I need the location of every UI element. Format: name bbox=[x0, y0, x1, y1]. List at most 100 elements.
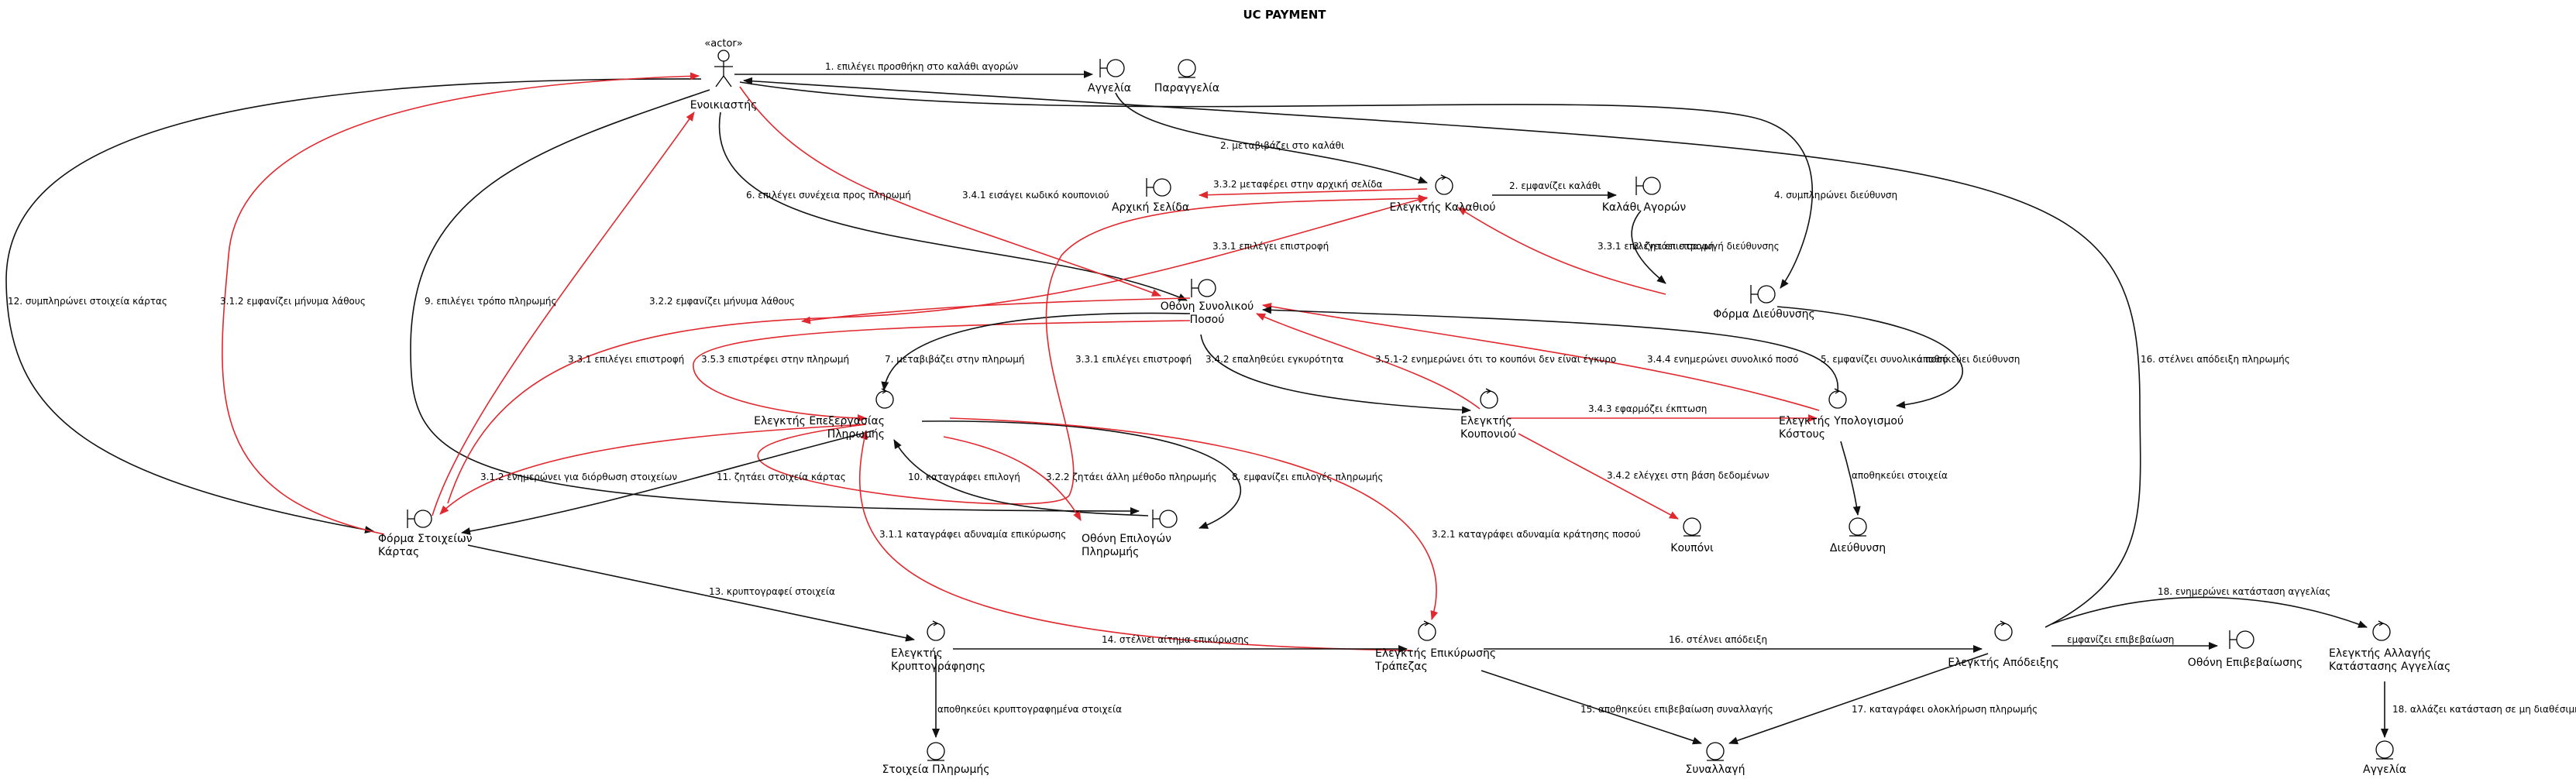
stoixeia-pliromis-node[interactable]: Στοιχεία Πληρωμής bbox=[882, 742, 990, 776]
edge-e2a bbox=[1115, 92, 1428, 184]
node-label: Κουπονιού bbox=[1460, 428, 1516, 441]
edge-label: 2. εμφανίζει καλάθι bbox=[1509, 180, 1601, 191]
edge-label: 4. συμπληρώνει διεύθυνση bbox=[1774, 190, 1897, 201]
elegktis-apodeixis-node[interactable]: Ελεγκτής Απόδειξης bbox=[1948, 620, 2059, 669]
edge-e331d bbox=[757, 194, 1428, 505]
edge-e9 bbox=[410, 89, 1140, 515]
edge-path bbox=[858, 430, 1412, 651]
synallagi-node[interactable]: Συναλλαγή bbox=[1686, 742, 1745, 776]
edge-label: 10. καταγράφει επιλογή bbox=[908, 472, 1020, 482]
edge-path bbox=[943, 436, 1082, 521]
edge-label: 3.5.1-2 ενημερώνει ότι το κουπόνι δεν εί… bbox=[1375, 354, 1616, 365]
edge-label: 3. ζητάει εισαγωγή διεύθυνσης bbox=[1633, 241, 1780, 252]
labels-layer: 1. επιλέγει προσθήκη στο καλάθι αγορών2.… bbox=[8, 61, 2576, 715]
aggelia-top-node[interactable]: Αγγελία bbox=[1088, 59, 1131, 94]
node-label: Κρυπτογράφησης bbox=[891, 661, 985, 673]
edge-e11 bbox=[461, 430, 875, 535]
othoni-epivevaiosis-node[interactable]: Οθόνη Επιβεβαίωσης bbox=[2188, 630, 2303, 669]
edge-path bbox=[1631, 210, 1666, 284]
edge-e344 bbox=[1262, 302, 1820, 411]
edge-label: 3.3.1 επιλέγει επιστροφή bbox=[1212, 241, 1329, 252]
actor-node[interactable]: «actor»Ενοικιαστής bbox=[690, 38, 758, 112]
entity-icon bbox=[1683, 517, 1701, 537]
node-label: Ελεγκτής bbox=[1460, 415, 1512, 427]
edge-path bbox=[718, 112, 1188, 301]
edge-path bbox=[949, 417, 1439, 620]
forma-dief-node[interactable]: Φόρμα Διεύθυνσης bbox=[1713, 285, 1815, 321]
edge-apodief bbox=[1776, 306, 1963, 409]
edge-e331b bbox=[801, 297, 1191, 324]
edge-e3 bbox=[1631, 210, 1666, 284]
edge-label: 15. αποθηκεύει επιβεβαίωση συναλλαγής bbox=[1580, 704, 1773, 715]
node-label: Οθόνη Επιλογών bbox=[1082, 533, 1171, 545]
edge-path bbox=[739, 86, 1161, 297]
kalathi-node[interactable]: Καλάθι Αγορών bbox=[1602, 177, 1687, 214]
entity-icon bbox=[1706, 742, 1725, 761]
edge-label: 3.3.1 επιλέγει επιστροφή bbox=[1075, 354, 1192, 365]
control-icon bbox=[875, 388, 894, 409]
boundary-icon bbox=[1099, 59, 1125, 77]
edge-label: 9. επιλέγει τρόπο πληρωμής bbox=[425, 296, 557, 307]
edge-label: 6. επιλέγει συνέχεια προς πληρωμή bbox=[746, 190, 911, 201]
node-label: Παραγγελία bbox=[1154, 82, 1219, 94]
edge-path bbox=[1776, 306, 1963, 409]
edge-label: 3.4.2 επαληθεύει εγκυρότητα bbox=[1205, 354, 1343, 365]
edge-label: αποθηκεύει κρυπτογραφημένα στοιχεία bbox=[937, 704, 1122, 715]
edge-label: 16. στέλνει απόδειξη bbox=[1669, 634, 1767, 645]
entity-icon bbox=[1178, 59, 1196, 78]
edge-path bbox=[1262, 306, 1838, 392]
edge-apostoix bbox=[1840, 441, 1861, 516]
edge-path bbox=[881, 312, 1191, 391]
edge-e18a bbox=[2051, 596, 2368, 628]
control-icon bbox=[1828, 388, 1847, 409]
aggelia-bottom-node[interactable]: Αγγελία bbox=[2363, 740, 2406, 776]
node-label: Διεύθυνση bbox=[1830, 542, 1886, 554]
edge-label: 17. καταγράφει ολοκλήρωση πληρωμής bbox=[1852, 704, 2038, 715]
diefthynsi-node[interactable]: Διεύθυνση bbox=[1830, 517, 1886, 554]
edge-e342db bbox=[1518, 433, 1679, 520]
node-label: Συναλλαγή bbox=[1686, 764, 1745, 776]
edge-path bbox=[1115, 92, 1428, 184]
arxiki-node[interactable]: Αρχική Σελίδα bbox=[1112, 178, 1189, 214]
edge-e311 bbox=[858, 430, 1412, 651]
edge-path bbox=[1199, 188, 1428, 199]
node-label: Κάρτας bbox=[378, 546, 419, 558]
kouponi-node[interactable]: Κουπόνι bbox=[1670, 517, 1714, 554]
edge-label: 3.4.3 εφαρμόζει έκπτωση bbox=[1588, 403, 1707, 414]
edge-label: 3.3.1 επιλέγει επιστροφή bbox=[568, 354, 684, 365]
paraggelia-node[interactable]: Παραγγελία bbox=[1154, 59, 1219, 94]
actor-label: Ενοικιαστής bbox=[690, 99, 758, 112]
node-label: Ελεγκτής Καλαθιού bbox=[1389, 201, 1495, 214]
edge-path bbox=[1518, 433, 1679, 520]
edge-label: 7. μεταβιβάζει στην πληρωμή bbox=[885, 354, 1025, 365]
edge-path bbox=[1728, 653, 1989, 745]
edge-e8 bbox=[921, 420, 1242, 529]
edge-label: 18. αλλάζει κατάσταση σε μη διαθέσιμη bbox=[2392, 704, 2576, 715]
node-label: Στοιχεία Πληρωμής bbox=[882, 764, 990, 776]
edge-label: 13. κρυπτογραφεί στοιχεία bbox=[709, 586, 835, 597]
node-label: Οθόνη Συνολικού bbox=[1161, 300, 1254, 313]
boundary-icon bbox=[2229, 630, 2254, 649]
node-label: Φόρμα Διεύθυνσης bbox=[1713, 308, 1815, 321]
entity-icon bbox=[2375, 740, 2394, 760]
edge-path bbox=[467, 544, 915, 642]
elegktis-kalathiou-node[interactable]: Ελεγκτής Καλαθιού bbox=[1389, 174, 1496, 214]
edge-e341 bbox=[739, 86, 1161, 297]
node-label: Αρχική Σελίδα bbox=[1112, 201, 1189, 214]
edge-label: 3.4.1 εισάγει κωδικό κουπονιού bbox=[962, 190, 1109, 201]
boundary-icon bbox=[1750, 285, 1776, 304]
edge-e322 bbox=[432, 112, 695, 516]
actor-icon bbox=[714, 50, 733, 88]
boundary-icon bbox=[407, 510, 432, 528]
node-label: Κουπόνι bbox=[1670, 542, 1714, 554]
